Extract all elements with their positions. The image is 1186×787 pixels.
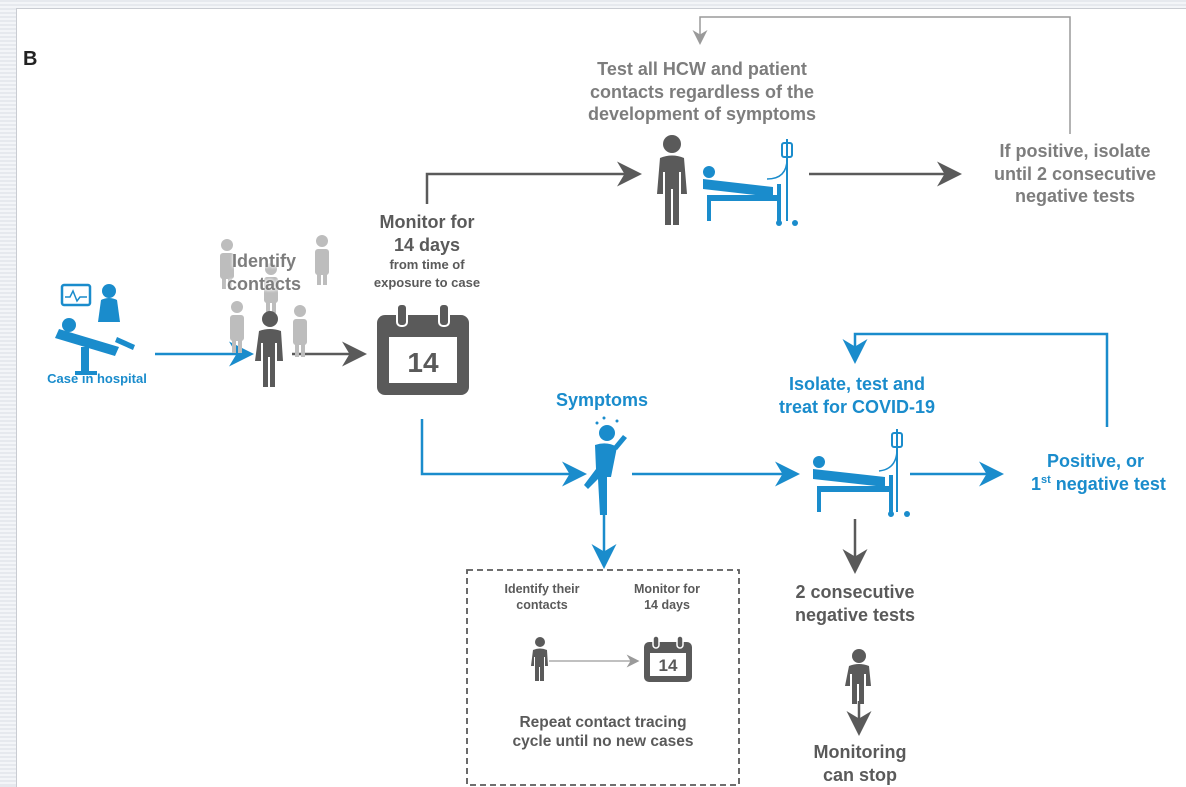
inset-monitor-label: Monitor for 14 days	[634, 582, 700, 612]
inset-person-icon	[531, 637, 548, 681]
inset-box	[466, 569, 740, 786]
test-all-label: Test all HCW and patient contacts regard…	[587, 59, 817, 124]
monitor-label: Monitor for 14 days from time of exposur…	[373, 212, 481, 290]
if-positive-label: If positive, isolate until 2 consecutive…	[993, 141, 1157, 206]
hcw-person-icon	[657, 135, 687, 225]
feedback-arrow-top	[692, 16, 1071, 134]
contacts-crowd-icon	[220, 235, 329, 357]
patient-bed-icon-top	[703, 139, 798, 226]
inset-identify-label: Identify their contacts	[504, 582, 580, 612]
inset-calendar-number: 14	[658, 656, 678, 675]
case-in-hospital-icon	[55, 283, 135, 375]
contact-person-icon	[255, 311, 283, 387]
arrow-positive-loop	[842, 332, 1109, 427]
case-in-hospital-label: Case in hospital	[47, 371, 147, 386]
calendar-icon	[377, 303, 469, 395]
inset-repeat-label: Repeat contact tracing cycle until no ne…	[512, 714, 694, 751]
flow-graphics	[55, 16, 1109, 786]
positive-or-label: Positive, or	[1047, 451, 1145, 471]
patient-bed-icon-isolate	[813, 429, 910, 517]
calendar-number: 14	[407, 347, 439, 378]
arrow-calendar-to-symptoms	[420, 419, 587, 487]
monitoring-stop-label: Monitoring can stop	[813, 742, 907, 785]
panel-label: B	[23, 48, 38, 70]
symptoms-person-icon	[584, 416, 627, 515]
two-consecutive-label: 2 consecutive negative tests	[794, 582, 916, 625]
recovered-person-icon	[845, 649, 871, 704]
arrow-monitor-to-testall	[425, 161, 642, 204]
inset-calendar-icon	[644, 635, 692, 682]
diagram-canvas: B Test all HCW and patient contacts rega…	[16, 8, 1186, 787]
first-negative-test-label: 1st negative test	[1031, 474, 1166, 494]
identify-contacts-label: Identify contacts	[226, 251, 302, 294]
symptoms-label: Symptoms	[555, 390, 649, 410]
isolate-test-treat-label: Isolate, test and treat for COVID-19	[778, 374, 936, 417]
